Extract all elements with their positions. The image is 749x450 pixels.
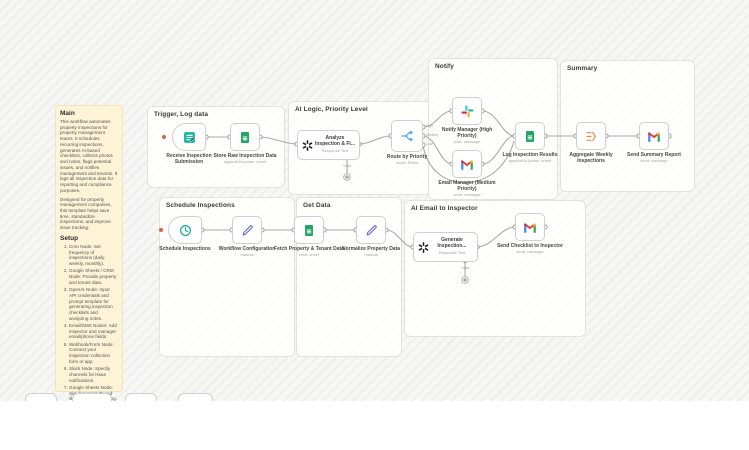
node-normalize-property-data[interactable] xyxy=(356,216,386,244)
workflow-canvas[interactable]: Trigger, Log data AI Logic, Priority Lev… xyxy=(0,0,749,401)
google-sheets-icon xyxy=(303,224,315,237)
sticky-main-body-1: This workflow automates property inspect… xyxy=(60,119,118,193)
node-subtitle: manual xyxy=(240,252,254,258)
node-title: Workflow Configuration xyxy=(218,246,276,252)
openai-icon xyxy=(417,241,430,254)
node-generate-inspection-checklist[interactable]: Generate Inspection... Response Text xyxy=(413,232,478,262)
clipped-bottom-box[interactable] xyxy=(72,393,112,401)
node-title: Receive Inspection Submission xyxy=(166,153,212,165)
node-subtitle: send: message xyxy=(640,158,668,164)
node-title-line: Inspection & Fl... xyxy=(314,141,355,148)
group-label: Trigger, Log data xyxy=(154,111,209,118)
issue-marker-dot xyxy=(159,228,163,232)
node-route-by-priority[interactable] xyxy=(391,120,423,152)
group-schedule-inspections[interactable]: Schedule Inspections xyxy=(159,197,295,357)
gmail-icon xyxy=(647,131,661,142)
group-label: Schedule Inspections xyxy=(166,202,235,209)
setup-step: Email/SMS Nodes: Add inspector and manag… xyxy=(69,323,118,340)
node-log-inspection-results[interactable] xyxy=(515,122,545,150)
setup-step: Webhook/Form Node: Connect your inspecti… xyxy=(69,342,118,365)
node-title: Normalize Property Data xyxy=(341,246,401,252)
node-receive-inspection-submission[interactable] xyxy=(172,123,206,151)
node-fetch-property-tenant-data[interactable] xyxy=(294,216,324,244)
node-title-line: Inspection... xyxy=(437,243,467,250)
node-title: Log Inspection Results xyxy=(502,152,558,158)
group-label: Get Data xyxy=(303,202,331,209)
clipped-bottom-box[interactable] xyxy=(178,393,213,401)
gmail-icon xyxy=(523,222,537,233)
node-title: Send Checklist to Inspector xyxy=(497,243,563,249)
node-workflow-configuration[interactable] xyxy=(232,216,262,244)
sticky-main-body-2: Designed for property management compani… xyxy=(60,196,112,231)
pencil-icon xyxy=(241,224,254,237)
node-subtitle: send: message xyxy=(516,249,544,255)
form-trigger-icon xyxy=(183,131,196,144)
node-schedule-inspections-trigger[interactable] xyxy=(168,216,202,244)
group-trigger-log-data[interactable]: Trigger, Log data xyxy=(147,106,285,188)
node-title-line: Analyze xyxy=(325,135,345,142)
node-title: Notify Manager (High Priority) xyxy=(441,127,493,139)
slack-icon xyxy=(461,105,474,118)
node-title: Email Manager (Medium Priority) xyxy=(438,180,496,192)
group-label: Summary xyxy=(567,65,598,72)
node-email-manager-medium-priority[interactable] xyxy=(452,150,482,178)
group-label: Notify xyxy=(435,63,455,70)
issue-marker-dot xyxy=(162,135,166,139)
node-title: Store Raw Inspection Data xyxy=(213,153,277,159)
node-send-summary-report[interactable] xyxy=(639,122,669,150)
switch-icon xyxy=(400,129,414,143)
node-subtitle: manual xyxy=(364,252,378,258)
setup-steps-list: Cron Node: Set frequency of inspections … xyxy=(60,244,118,401)
clipped-bottom-box[interactable] xyxy=(125,393,157,401)
node-subtitle: post: message xyxy=(453,139,480,145)
clipped-bottom-box[interactable] xyxy=(25,393,57,401)
sticky-main-title: Main xyxy=(60,110,75,117)
gmail-icon xyxy=(460,159,474,170)
setup-step: Slack Node: Specify channels for issue n… xyxy=(69,366,118,383)
node-subtitle: Response Text xyxy=(321,147,349,153)
node-subtitle: appendOrUpdate: sheet xyxy=(223,159,267,165)
node-subtitle: appendOrUpdate: sheet xyxy=(508,158,552,164)
pencil-icon xyxy=(365,224,378,237)
aggregate-icon xyxy=(585,130,598,143)
google-sheets-icon xyxy=(524,130,536,143)
sticky-setup-title: Setup xyxy=(60,234,79,242)
group-ai-email-to-inspector[interactable]: AI Email to Inspector xyxy=(404,200,586,337)
node-store-raw-inspection-data[interactable] xyxy=(230,123,260,151)
node-title: Fetch Property & Tenant Data xyxy=(274,246,344,252)
setup-step: OpenAI Node: Input API credentials and p… xyxy=(69,287,118,321)
node-subtitle: send: message xyxy=(453,192,481,198)
node-title: Schedule Inspections xyxy=(159,246,211,252)
node-title-line: Generate xyxy=(441,237,463,244)
openai-icon xyxy=(301,139,314,152)
sticky-note-main-setup[interactable]: Main This workflow automates property in… xyxy=(55,105,123,401)
node-notify-manager-high-priority[interactable] xyxy=(452,97,482,125)
tools-port-label: Tools xyxy=(342,164,352,168)
output-label-medium: Medium xyxy=(426,133,439,137)
node-subtitle: read: sheet xyxy=(298,252,319,258)
clock-icon xyxy=(179,224,192,237)
node-send-checklist-to-inspector[interactable] xyxy=(515,213,545,241)
node-title: Route by Priority xyxy=(386,154,428,160)
node-title: Send Summary Report xyxy=(627,152,681,158)
group-label: AI Logic, Priority Level xyxy=(295,106,368,113)
tools-port-label: Tools xyxy=(460,266,470,270)
node-title: Aggregate Weekly Inspections xyxy=(569,152,613,164)
node-analyze-inspection[interactable]: Analyze Inspection & Fl... Response Text xyxy=(297,130,360,160)
node-subtitle: mode: Rules xyxy=(395,160,419,166)
google-sheets-icon xyxy=(239,131,251,144)
group-label: AI Email to Inspector xyxy=(411,205,478,212)
setup-step: Google Sheets / CRM Node: Provide proper… xyxy=(69,268,118,285)
node-aggregate-weekly-inspections[interactable] xyxy=(576,122,606,150)
setup-step: Cron Node: Set frequency of inspections … xyxy=(69,244,118,267)
node-subtitle: Response Text xyxy=(438,249,466,255)
